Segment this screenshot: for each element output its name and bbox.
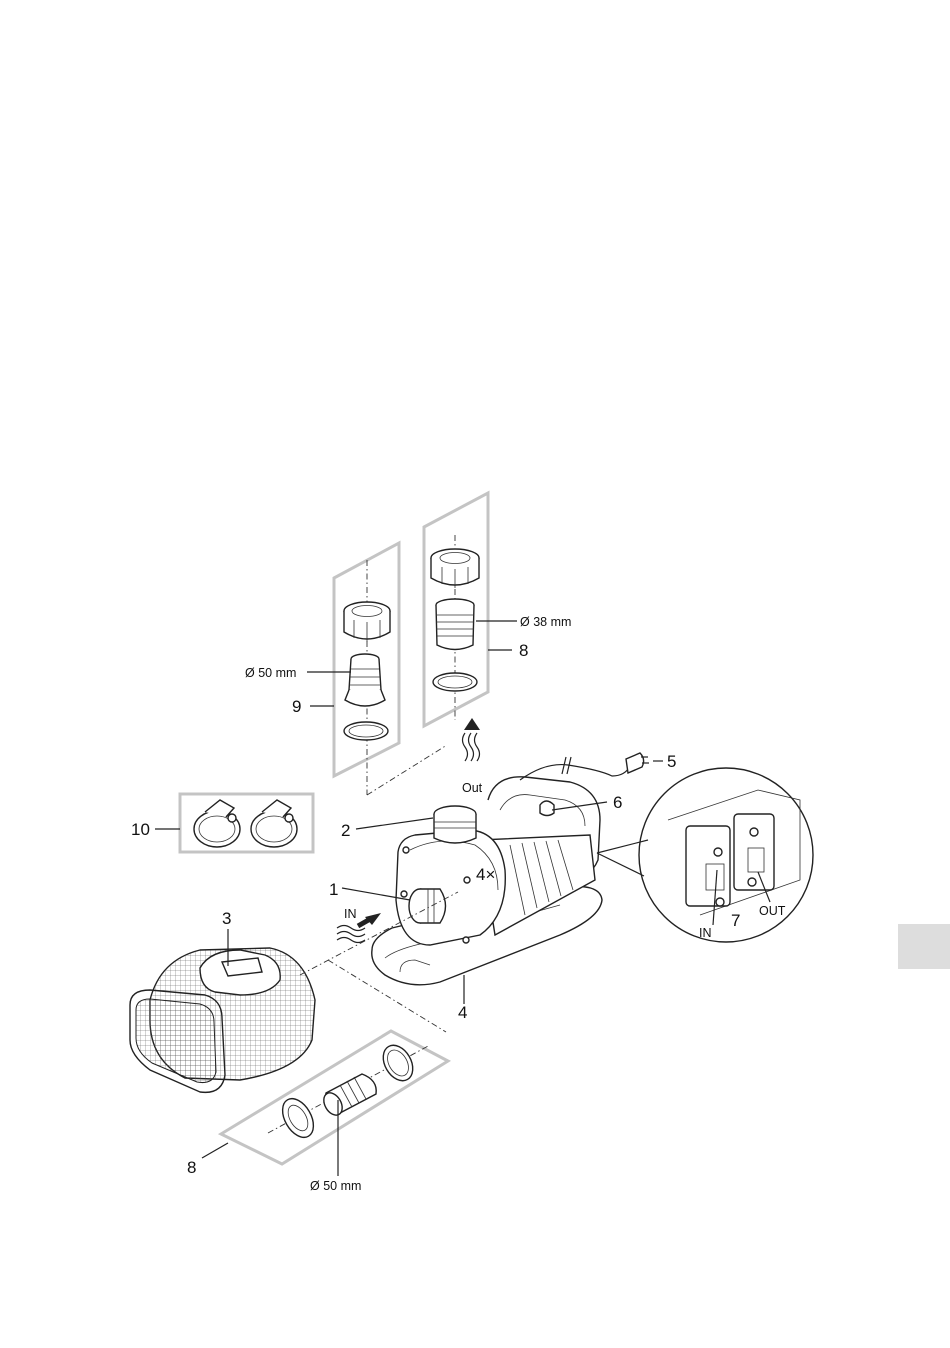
callout-8-top: 8 [519,641,528,660]
callout-2: 2 [341,821,350,840]
page-edge-tab [898,924,950,969]
panel-10-hose-clamps [180,794,313,852]
callout-3: 3 [222,909,231,928]
callout-7: 7 [731,911,740,930]
union-nut-icon [276,1093,320,1142]
callout-6: 6 [613,793,622,812]
diameter-38mm-label: Ø 38 mm [520,615,571,629]
in-flow-label: IN [344,907,357,921]
detail-out-label: OUT [759,904,786,918]
diameter-50mm-label-bottom: Ø 50 mm [310,1179,361,1193]
hose-tail-icon [345,654,385,706]
panel-8-hose-adapter-38mm [424,493,488,726]
callout-5: 5 [667,752,676,771]
hose-tail-icon [436,599,474,650]
quantity-4x: 4× [476,865,495,884]
callout-8-bottom: 8 [187,1158,196,1177]
detail-in-label: IN [699,926,712,940]
o-ring-icon [377,1040,419,1086]
flow-out-arrow-icon [463,718,481,761]
hose-clamp-icon [194,800,240,847]
hose-clamp-icon [251,800,297,847]
o-ring-icon [433,673,477,691]
o-ring-icon [344,722,388,740]
diameter-50mm-label-top: Ø 50 mm [245,666,296,680]
panel-9-hose-adapter-50mm [334,543,399,795]
callout-4: 4 [458,1003,467,1022]
out-flow-label: Out [462,781,483,795]
union-nut-icon [431,549,479,588]
callout-10: 10 [131,820,150,839]
pump-body [372,753,649,985]
callout-1: 1 [329,880,338,899]
callout-9: 9 [292,697,301,716]
union-nut-icon [344,602,390,642]
filter-basket [130,948,315,1092]
